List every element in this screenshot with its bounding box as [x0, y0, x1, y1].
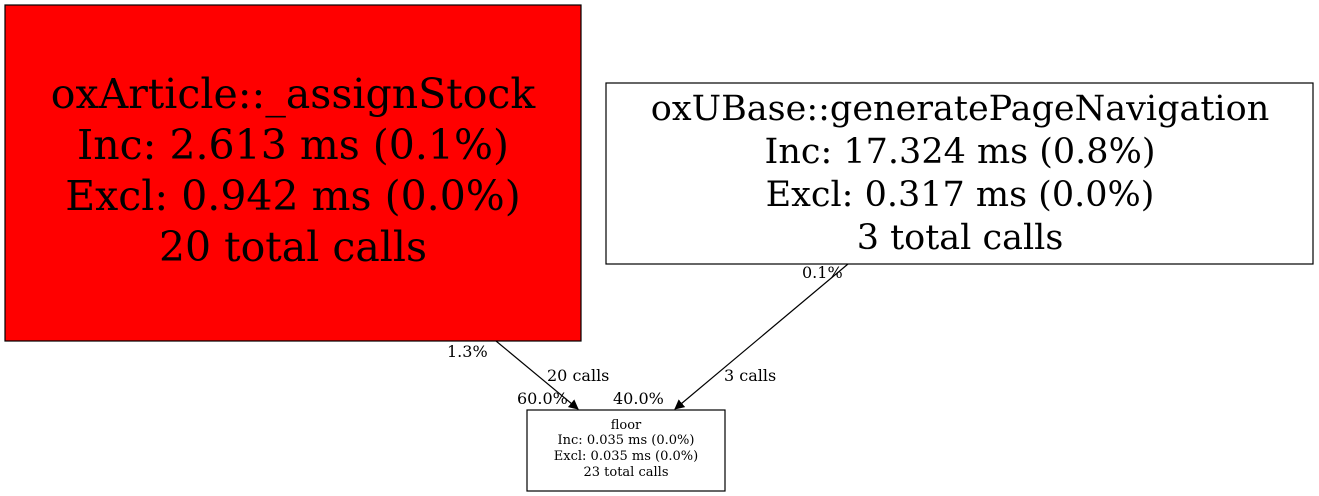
edge-line — [495, 340, 579, 410]
node-inc: Inc: 17.324 ms (0.8%) — [765, 132, 1156, 172]
node-box — [526, 409, 726, 492]
edge-label: 3 calls — [724, 366, 776, 385]
node-calls: 3 total calls — [857, 218, 1064, 258]
edge-tail-label: 1.3% — [447, 342, 488, 361]
node-excl: Excl: 0.035 ms (0.0%) — [554, 449, 698, 464]
node-box — [605, 82, 1314, 265]
node-calls: 23 total calls — [583, 465, 668, 480]
edge-tail-label: 0.1% — [802, 263, 843, 282]
node-generate-page-navigation[interactable]: oxUBase::generatePageNavigation Inc: 17.… — [605, 82, 1314, 265]
node-floor[interactable]: floor Inc: 0.035 ms (0.0%) Excl: 0.035 m… — [526, 409, 726, 492]
edge-assign-stock-to-floor: 1.3% 20 calls 60.0% — [447, 340, 609, 410]
node-name: oxArticle::_assignStock — [51, 70, 537, 118]
node-excl: Excl: 0.317 ms (0.0%) — [766, 175, 1155, 215]
node-calls: 20 total calls — [159, 223, 427, 271]
edge-line — [674, 263, 849, 410]
node-excl: Excl: 0.942 ms (0.0%) — [65, 172, 520, 220]
edge-label: 20 calls — [547, 366, 609, 385]
node-name: oxUBase::generatePageNavigation — [651, 89, 1269, 129]
node-name: floor — [611, 418, 642, 433]
node-box — [4, 4, 582, 342]
node-assign-stock[interactable]: oxArticle::_assignStock Inc: 2.613 ms (0… — [4, 4, 582, 342]
node-inc: Inc: 0.035 ms (0.0%) — [558, 433, 695, 448]
edge-generate-page-navigation-to-floor: 0.1% 3 calls 40.0% — [613, 263, 849, 410]
edge-head-label: 60.0% — [517, 389, 568, 408]
edge-head-label: 40.0% — [613, 389, 664, 408]
node-inc: Inc: 2.613 ms (0.1%) — [77, 121, 509, 169]
